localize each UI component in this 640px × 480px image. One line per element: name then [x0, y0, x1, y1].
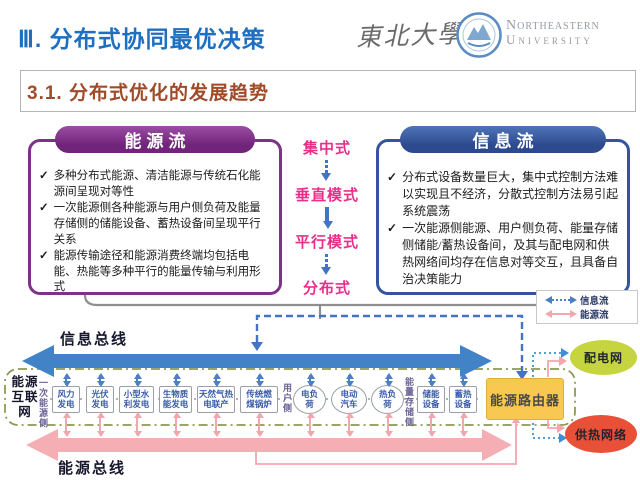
energy-connector-icon — [134, 412, 142, 437]
user-side-label: 用户侧 — [282, 383, 292, 413]
page-title: Ⅲ. 分布式协同最优决策 — [18, 26, 266, 52]
energy-connector-icon — [63, 412, 71, 437]
energy-flow-bullet: ✓ 能源传输途径和能源消费终端均包括电能、热能等多种平行的能量传输与利用形式 — [39, 249, 271, 296]
info-bus-arrow — [22, 345, 492, 377]
info-flow-arrow-icon — [545, 296, 577, 304]
router-heat-energy-link — [547, 418, 557, 429]
down-arrowhead-icon — [516, 371, 528, 380]
bullet-text: 一次能源侧各种能源与用户侧负荷及能量存储侧的储能设备、蓄热设备间呈现平行关系 — [53, 202, 261, 246]
energy-connector-icon — [173, 412, 181, 437]
dashed-route-line — [255, 314, 524, 371]
mode-distributed: 分布式 — [302, 280, 351, 297]
university-calligraphy-logo: 東北大學 — [355, 19, 465, 52]
info-bus-label: 信息总线 — [60, 331, 129, 348]
section-title: 3.1. 分布式优化的发展趋势 — [27, 82, 269, 104]
legend-label: 信息流 — [580, 296, 609, 307]
bullet-text: 一次能源侧能源、用户侧负荷、能量存储侧储能/蓄热设备间，及其与配电网和供热网络间… — [402, 221, 619, 286]
energy-connector-icon — [428, 412, 436, 437]
check-icon: ✓ — [39, 170, 49, 182]
bullet-text: 分布式设备数量巨大，集中式控制方法难以实现且不经济，分散式控制方法易引起系统震荡 — [402, 170, 619, 218]
check-icon: ✓ — [39, 250, 49, 263]
check-icon: ✓ — [387, 170, 398, 184]
energy-flow-bullet: ✓ 多种分布式能源、清洁能源与传统石化能源间呈现对等性 — [39, 169, 271, 200]
mode-vertical: 垂直模式 — [294, 187, 359, 204]
university-name: Northeastern University — [506, 18, 600, 48]
storage-side-label: 能量存储侧 — [404, 377, 414, 427]
energy-flow-box: ✓ 多种分布式能源、清洁能源与传统石化能源间呈现对等性 ✓ 一次能源侧各种能源与… — [28, 139, 282, 295]
right-arrowhead-icon — [559, 433, 567, 443]
info-flow-bullet: ✓ 分布式设备数量巨大，集中式控制方法难以实现且不经济，分散式控制方法易引起系统… — [387, 169, 619, 219]
mode-centralized: 集中式 — [302, 140, 351, 157]
info-connector-icon — [307, 373, 315, 387]
right-arrowhead-icon — [557, 423, 565, 433]
section-header: 3.1. 分布式优化的发展趋势 — [20, 70, 636, 112]
energy-flow-arrow-icon — [545, 310, 577, 318]
legend-energy-row: 能源流 — [541, 307, 633, 321]
component-small-hydro: 小型水利发电 — [119, 386, 154, 413]
down-arrow-icon — [323, 207, 333, 229]
university-name-line1: Northeastern — [506, 18, 600, 33]
flow-legend: 信息流 能源流 — [536, 290, 638, 324]
info-connector-icon — [256, 373, 264, 387]
info-flow-box: ✓ 分布式设备数量巨大，集中式控制方法难以实现且不经济，分散式控制方法易引起系统… — [376, 139, 630, 295]
component-heat-load: 热负荷 — [371, 385, 404, 414]
info-flow-header: 信息流 — [400, 126, 606, 153]
router-heat-info-link — [532, 418, 559, 439]
info-connector-icon — [97, 373, 105, 387]
university-name-line2: University — [506, 32, 593, 48]
info-connector-icon — [385, 373, 393, 387]
router-grid-energy-link — [547, 360, 559, 377]
info-connector-icon — [428, 373, 436, 387]
heat-network-ellipse: 供热网络 — [565, 415, 637, 453]
energy-connector-icon — [385, 412, 393, 437]
energy-connector-icon — [460, 412, 468, 437]
check-icon: ✓ — [387, 221, 398, 236]
energy-connector-icon — [346, 412, 354, 437]
component-biomass: 生物质能发电 — [159, 386, 192, 413]
energy-router-box: 能源路由器 — [486, 378, 564, 420]
energy-loop-line — [255, 421, 517, 465]
university-seal-icon — [456, 12, 502, 58]
energy-connector-icon — [256, 412, 264, 437]
info-connector-icon — [346, 373, 354, 387]
energy-connector-icon — [97, 412, 105, 437]
energy-flow-header: 能源流 — [55, 126, 255, 153]
info-flow-bullet: ✓ 一次能源侧能源、用户侧负荷、能量存储侧储能/蓄热设备间，及其与配电网和供热网… — [387, 220, 619, 287]
component-wind-power: 风力发电 — [52, 386, 80, 413]
router-grid-info-link — [532, 352, 561, 377]
distribution-grid-ellipse: 配电网 — [570, 340, 637, 375]
info-connector-icon — [213, 373, 221, 387]
energy-internet-boundary — [4, 368, 576, 426]
energy-connector-icon — [307, 412, 315, 437]
info-connector-icon — [63, 373, 71, 387]
legend-info-row: 信息流 — [541, 293, 633, 307]
mode-parallel: 平行模式 — [294, 234, 359, 251]
down-arrow-dotted-icon — [321, 254, 331, 275]
down-arrow-dotted-icon — [321, 160, 331, 181]
legend-label: 能源流 — [580, 310, 609, 321]
bullet-text: 能源传输途径和能源消费终端均包括电能、热能等多种平行的能量传输与利用形式 — [53, 250, 261, 294]
check-icon: ✓ — [39, 202, 49, 215]
right-arrowhead-icon — [559, 356, 567, 366]
energy-connector-icon — [213, 412, 221, 437]
bullet-text: 多种分布式能源、清洁能源与传统石化能源间呈现对等性 — [53, 170, 261, 198]
energy-internet-label: 能源互联网 — [11, 375, 39, 419]
energy-bus-arrow — [26, 429, 512, 461]
down-arrowhead-icon — [251, 342, 263, 351]
right-arrowhead-icon — [561, 348, 569, 358]
energy-flow-bullet: ✓ 一次能源侧各种能源与用户侧负荷及能量存储侧的储能设备、蓄热设备间呈现平行关系 — [39, 201, 271, 248]
info-connector-icon — [173, 373, 181, 387]
info-connector-icon — [460, 373, 468, 387]
info-connector-icon — [134, 373, 142, 387]
primary-energy-side-label: 一次能源侧 — [38, 378, 48, 428]
component-coal-boiler: 传统燃煤锅炉 — [240, 386, 278, 413]
component-electric-vehicle: 电动汽车 — [331, 385, 367, 414]
energy-bus-label: 能源总线 — [58, 460, 127, 477]
